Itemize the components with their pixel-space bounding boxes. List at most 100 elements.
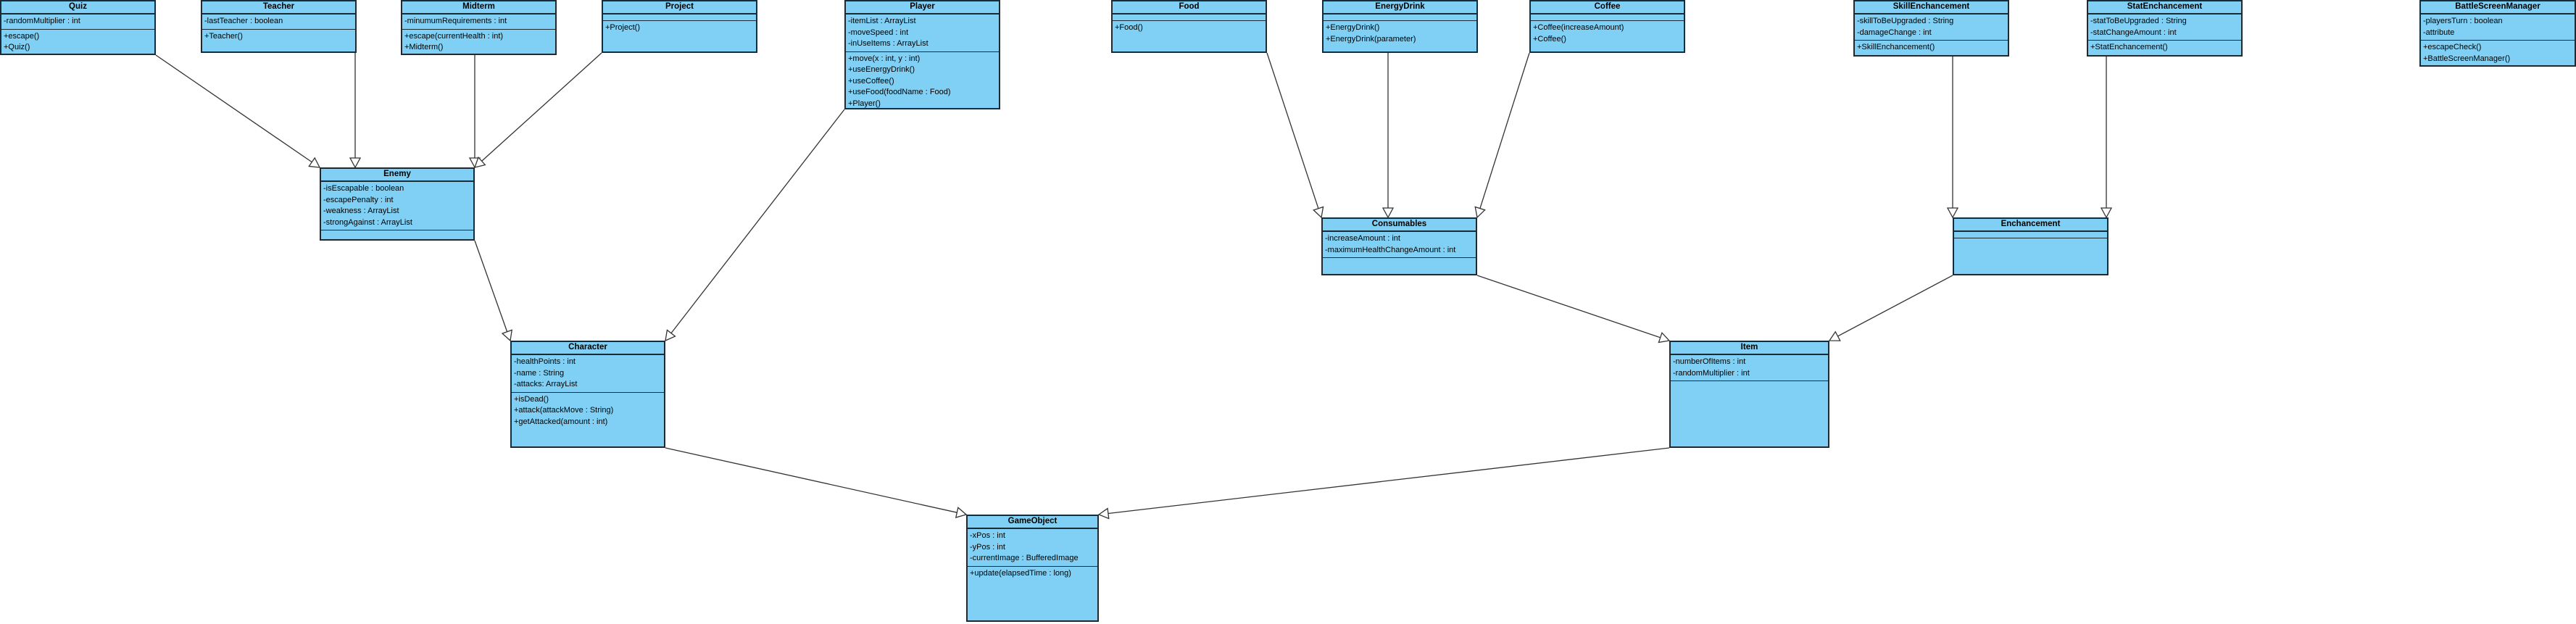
method: +useCoffee() bbox=[848, 76, 894, 86]
generalization-consumables-to-item[interactable] bbox=[1476, 275, 1671, 344]
inheritance-arrowhead-icon bbox=[1313, 206, 1324, 219]
generalization-statench-to-enchancement[interactable] bbox=[2100, 57, 2113, 219]
method: +move(x : int, y : int) bbox=[848, 54, 921, 63]
class-name: Enchancement bbox=[1954, 219, 2107, 232]
methods-section: +escape()+Quiz() bbox=[1, 30, 154, 55]
class-enchancement[interactable]: Enchancement bbox=[1953, 217, 2108, 275]
generalization-character-to-gameobject[interactable] bbox=[665, 447, 968, 518]
attributes-section bbox=[1531, 14, 1684, 21]
generalization-enchancement-to-item[interactable] bbox=[1828, 275, 1953, 341]
class-midterm[interactable]: Midterm-minumumRequirements : int+escape… bbox=[401, 0, 557, 55]
methods-section: +EnergyDrink()+EnergyDrink(parameter) bbox=[1324, 21, 1476, 46]
class-coffee[interactable]: Coffee+Coffee(increaseAmount)+Coffee() bbox=[1529, 0, 1685, 53]
methods-section: +escape(currentHealth : int) +Midterm() bbox=[402, 30, 555, 55]
attribute: -currentImage : BufferedImage bbox=[970, 554, 1079, 562]
methods-section: +StatEnchancement() bbox=[2088, 41, 2241, 55]
inheritance-arrowhead-icon bbox=[2100, 207, 2113, 219]
generalization-teacher-to-enemy[interactable] bbox=[349, 53, 362, 169]
method: +useEnergyDrink() bbox=[848, 65, 915, 74]
edge-line bbox=[1108, 447, 1670, 515]
class-enemy[interactable]: Enemy-isEscapable : boolean-escapePenalt… bbox=[320, 167, 475, 241]
method: +StatEnchancement() bbox=[2090, 43, 2168, 51]
class-consumables[interactable]: Consumables-increaseAmount : int-maximum… bbox=[1321, 217, 1477, 275]
inheritance-arrowhead-icon bbox=[665, 329, 676, 342]
edge-line bbox=[1479, 52, 1530, 209]
method: +escape(currentHealth : int) bbox=[404, 31, 504, 41]
class-skillench[interactable]: SkillEnchancement -skillToBeUpgraded : St… bbox=[1853, 0, 2009, 57]
generalization-enemy-to-character[interactable] bbox=[474, 240, 513, 342]
class-food[interactable]: Food+Food() bbox=[1111, 0, 1267, 53]
attributes-section: -playersTurn : boolean-attribute bbox=[2421, 14, 2575, 41]
class-statench[interactable]: StatEnchancement-statToBeUpgraded : Stri… bbox=[2087, 0, 2243, 57]
generalization-food-to-consumables[interactable] bbox=[1266, 52, 1324, 219]
class-energydrink[interactable]: EnergyDrink +EnergyDrink()+EnergyDrink(pa… bbox=[1322, 0, 1478, 53]
edge-line bbox=[155, 54, 312, 163]
generalization-coffee-to-consumables[interactable] bbox=[1474, 52, 1530, 219]
method: +isDead() bbox=[514, 394, 549, 404]
class-player[interactable]: Player-itemList : ArrayList-moveSpeed : … bbox=[844, 0, 1000, 109]
method: +Player() bbox=[848, 99, 881, 108]
inheritance-arrowhead-icon bbox=[1828, 330, 1841, 341]
attribute: -statChangeAmount : int bbox=[2090, 28, 2177, 37]
generalization-energydrink-to-consumables[interactable] bbox=[1382, 53, 1395, 219]
class-item[interactable]: Item-numberOfItems : int-randomMultiplie… bbox=[1669, 341, 1829, 448]
generalization-skillench-to-enchancement[interactable] bbox=[1946, 57, 1959, 219]
attributes-section: -minumumRequirements : int bbox=[402, 14, 555, 30]
method: +Coffee() bbox=[1533, 34, 1566, 43]
attributes-section: -numberOfItems : int-randomMultiplier : … bbox=[1671, 355, 1828, 381]
inheritance-arrowhead-icon bbox=[473, 156, 486, 168]
method: +Project() bbox=[605, 23, 640, 32]
class-gameobject[interactable]: GameObject-xPos : int-yPos : int-current… bbox=[966, 515, 1099, 622]
class-name: Project bbox=[603, 1, 756, 14]
attribute: -weakness : ArrayList bbox=[323, 207, 399, 215]
class-name: Midterm bbox=[402, 1, 555, 14]
methods-section: +Teacher() bbox=[202, 30, 355, 44]
inheritance-arrowhead-icon bbox=[1946, 207, 1959, 219]
class-name: SkillEnchancement bbox=[1855, 1, 2008, 14]
class-quiz[interactable]: Quiz-randomMultiplier : int+escape()+Qui… bbox=[0, 0, 156, 55]
class-teacher[interactable]: Teacher -lastTeacher : boolean +Teacher() bbox=[201, 0, 357, 53]
generalization-item-to-gameobject[interactable] bbox=[1097, 447, 1670, 520]
edge-line bbox=[670, 109, 845, 334]
attribute: -itemList : ArrayList bbox=[848, 17, 916, 25]
attributes-section: -xPos : int-yPos : int-currentImage : Bu… bbox=[968, 529, 1097, 567]
class-name: Coffee bbox=[1531, 1, 1684, 14]
inheritance-arrowhead-icon bbox=[1097, 507, 1110, 520]
generalization-project-to-enemy[interactable] bbox=[473, 52, 602, 168]
attribute: -lastTeacher : boolean bbox=[204, 17, 283, 25]
edge-line bbox=[474, 240, 508, 332]
class-name: GameObject bbox=[968, 516, 1097, 529]
class-name: Consumables bbox=[1323, 219, 1476, 232]
generalization-player-to-character[interactable] bbox=[665, 109, 845, 342]
class-name: Item bbox=[1671, 342, 1828, 355]
class-character[interactable]: Character-healthPoints : int-name : Stri… bbox=[510, 341, 665, 448]
attributes-section: -increaseAmount : int-maximumHealthChang… bbox=[1323, 232, 1476, 258]
method: +escapeCheck() bbox=[2423, 43, 2482, 51]
attributes-section bbox=[1954, 232, 2107, 238]
method: +Midterm() bbox=[404, 43, 444, 51]
class-name: EnergyDrink bbox=[1324, 1, 1476, 14]
attribute: -escapePenalty : int bbox=[323, 195, 394, 204]
generalization-midterm-to-enemy[interactable] bbox=[468, 55, 481, 169]
attribute: -skillToBeUpgraded : String bbox=[1857, 17, 1954, 25]
edge-line bbox=[1476, 275, 1661, 338]
inheritance-arrowhead-icon bbox=[1382, 207, 1395, 219]
class-battle[interactable]: BattleScreenManager-playersTurn : boolea… bbox=[2419, 0, 2576, 67]
method: +attack(attackMove : String) bbox=[514, 406, 614, 415]
class-project[interactable]: Project +Project() bbox=[602, 0, 757, 53]
attributes-section: -itemList : ArrayList-moveSpeed : int-in… bbox=[846, 14, 999, 52]
class-name: Quiz bbox=[1, 1, 154, 14]
attributes-section: -lastTeacher : boolean bbox=[202, 14, 355, 30]
method: +Quiz() bbox=[4, 43, 30, 51]
methods-section: +isDead()+attack(attackMove : String)+ge… bbox=[512, 393, 664, 430]
inheritance-arrowhead-icon bbox=[1474, 206, 1486, 219]
methods-section: +SkillEnchancement() bbox=[1855, 41, 2008, 55]
attribute: -isEscapable : boolean bbox=[323, 184, 404, 193]
methods-section: +escapeCheck()+BattleScreenManager() bbox=[2421, 41, 2575, 66]
method: +useFood(foodName : Food) bbox=[848, 88, 951, 96]
generalization-quiz-to-enemy[interactable] bbox=[155, 54, 321, 168]
inheritance-arrowhead-icon bbox=[501, 329, 513, 342]
attribute: -strongAgainst : ArrayList bbox=[323, 217, 412, 227]
class-name: StatEnchancement bbox=[2088, 1, 2241, 14]
class-name: Teacher bbox=[202, 1, 355, 14]
